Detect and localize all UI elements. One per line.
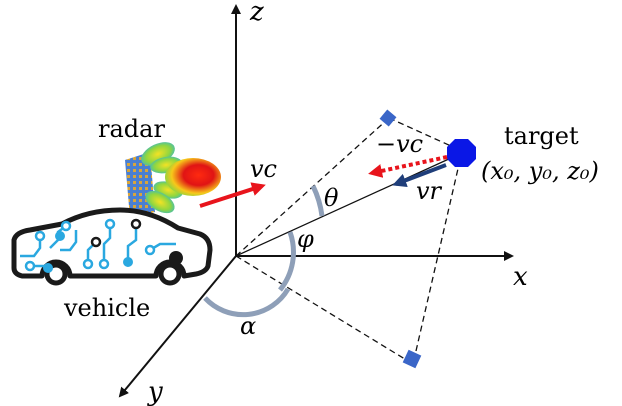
target-label: target	[504, 122, 579, 150]
alpha-arc	[203, 287, 291, 318]
phi-arc	[278, 231, 296, 292]
neg-vc-label: −vc	[376, 130, 423, 158]
vehicle-circuit-traces	[20, 225, 176, 268]
radar-beam-icon	[125, 142, 221, 218]
vehicle-circuit-nodes	[24, 218, 183, 273]
vehicle-wheel-front	[158, 262, 182, 286]
vc-arrow	[199, 182, 266, 208]
radar-side-lobe-bottom	[145, 190, 175, 214]
neg-vc-arrow	[368, 155, 448, 178]
axes	[118, 4, 514, 398]
y-axis-label: y	[147, 377, 163, 406]
dashed-target-to-floor-projection	[412, 159, 461, 365]
dashed-origin-to-floor-projection	[235, 255, 414, 365]
right-angle-marker-bottom	[402, 349, 422, 369]
z-axis-label: z	[249, 0, 264, 27]
radar-main-lobe	[165, 158, 221, 196]
vehicle-label: vehicle	[63, 294, 150, 322]
y-axis-line	[118, 255, 237, 398]
radar-label: radar	[98, 115, 165, 143]
vr-arrow	[392, 163, 447, 187]
vc-label: vc	[250, 155, 277, 183]
target-coordinates-label: (x₀, y₀, z₀)	[481, 157, 599, 185]
right-angle-marker-top	[379, 109, 397, 127]
target-marker	[447, 139, 476, 167]
phi-label: φ	[297, 225, 314, 253]
dashed-top-projection-to-target	[388, 117, 463, 152]
vr-label: vr	[416, 177, 443, 205]
projection-lines	[235, 117, 463, 365]
x-axis-label: x	[513, 262, 528, 292]
vehicle-circuit-icon	[11, 207, 213, 286]
theta-arc	[310, 184, 325, 217]
alpha-label: α	[240, 312, 256, 340]
line-of-sight	[235, 152, 463, 257]
theta-label: θ	[324, 184, 339, 212]
